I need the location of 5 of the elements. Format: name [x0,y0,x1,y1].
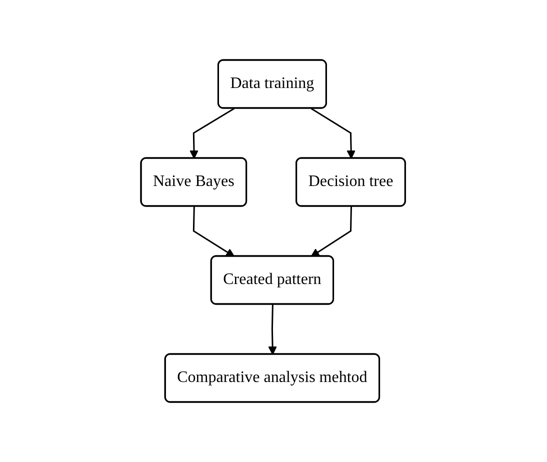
arrow [190,108,236,159]
arrow [193,206,236,257]
arrow [311,108,356,159]
arrow [268,304,278,355]
arrow [311,206,352,257]
